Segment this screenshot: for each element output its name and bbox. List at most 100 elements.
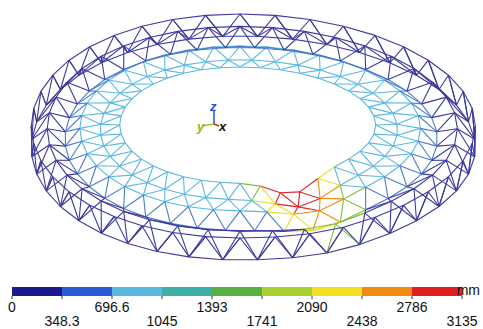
- truss-member: [153, 166, 167, 172]
- truss-member: [433, 160, 447, 175]
- truss-member: [82, 187, 89, 189]
- truss-member: [340, 77, 358, 85]
- truss-member: [96, 156, 110, 165]
- x-axis: [214, 124, 219, 126]
- truss-member: [267, 204, 275, 212]
- truss-member: [240, 211, 267, 212]
- truss-member: [418, 116, 437, 132]
- truss-member: [298, 198, 320, 207]
- truss-member: [80, 128, 101, 135]
- truss-member: [298, 65, 300, 73]
- truss-member: [96, 91, 110, 103]
- truss-member: [128, 45, 157, 53]
- truss-member: [142, 26, 157, 44]
- truss-member: [437, 113, 455, 132]
- truss-member: [67, 174, 77, 175]
- truss-member: [364, 46, 366, 70]
- scale-value: 696.6: [94, 300, 129, 314]
- truss-member: [143, 195, 145, 217]
- truss-member: [114, 26, 142, 35]
- truss-member: [184, 65, 201, 70]
- truss-member: [220, 60, 228, 68]
- truss-member: [53, 75, 61, 89]
- truss-member: [280, 70, 299, 74]
- truss-member: [110, 103, 125, 107]
- truss-member: [374, 113, 393, 116]
- truss-member: [373, 166, 384, 177]
- truss-member: [214, 210, 240, 211]
- truss-member: [280, 65, 298, 70]
- truss-member: [220, 66, 240, 68]
- truss-member: [300, 73, 318, 78]
- truss-member: [344, 227, 360, 244]
- truss-member: [157, 233, 173, 252]
- truss-member: [313, 54, 341, 61]
- truss-member: [252, 186, 261, 200]
- truss-member: [165, 177, 184, 190]
- truss-member: [366, 69, 388, 79]
- truss-member: [87, 102, 110, 103]
- truss-member: [201, 180, 220, 182]
- truss-member: [393, 146, 411, 154]
- truss-member: [105, 69, 124, 79]
- truss-member: [87, 103, 104, 113]
- truss-member: [173, 20, 189, 40]
- truss-member: [275, 62, 280, 70]
- truss-member: [206, 14, 240, 15]
- truss-member: [46, 175, 67, 191]
- truss-member: [472, 109, 474, 140]
- truss-member: [340, 70, 365, 76]
- truss-member: [170, 207, 188, 224]
- truss-member: [437, 129, 458, 132]
- truss-member: [365, 187, 366, 210]
- truss-member: [101, 201, 124, 211]
- truss-member: [240, 14, 258, 36]
- truss-member: [101, 35, 114, 62]
- truss-member: [373, 80, 384, 93]
- truss-member: [422, 174, 433, 175]
- truss-member: [267, 212, 284, 232]
- truss-member: [385, 91, 400, 103]
- truss-member: [390, 205, 404, 233]
- truss-member: [120, 125, 121, 134]
- truss-member: [101, 217, 114, 234]
- truss-member: [258, 258, 293, 260]
- truss-member: [206, 237, 240, 238]
- truss-member: [428, 177, 448, 192]
- truss-member: [101, 201, 102, 233]
- truss-member: [327, 224, 336, 253]
- truss-member: [173, 233, 206, 237]
- truss-member: [417, 192, 429, 221]
- truss-member: [385, 177, 408, 187]
- truss-member: [298, 65, 320, 70]
- truss-member: [60, 75, 79, 89]
- truss-member: [223, 238, 240, 260]
- truss-member: [142, 226, 157, 252]
- truss-member: [109, 175, 132, 177]
- truss-member: [258, 231, 273, 260]
- truss-member: [240, 237, 275, 238]
- truss-member: [90, 47, 102, 63]
- truss-member: [260, 62, 275, 68]
- truss-member: [214, 199, 229, 209]
- truss-member: [208, 230, 223, 260]
- truss-member: [89, 80, 109, 91]
- truss-member: [167, 172, 183, 177]
- truss-member: [82, 141, 88, 154]
- truss-member: [446, 160, 456, 191]
- truss-member: [223, 231, 240, 260]
- truss-member: [173, 15, 206, 19]
- truss-member: [149, 220, 157, 252]
- truss-member: [293, 234, 310, 258]
- truss-member: [240, 201, 252, 211]
- truss-member: [165, 65, 185, 70]
- truss-member: [165, 194, 185, 202]
- truss-member: [404, 47, 429, 60]
- truss-member: [457, 91, 464, 105]
- truss-member: [373, 165, 400, 166]
- truss-member: [165, 70, 168, 78]
- truss-member: [360, 234, 390, 245]
- truss-member: [318, 77, 340, 79]
- truss-member: [56, 160, 77, 174]
- truss-member: [208, 230, 240, 231]
